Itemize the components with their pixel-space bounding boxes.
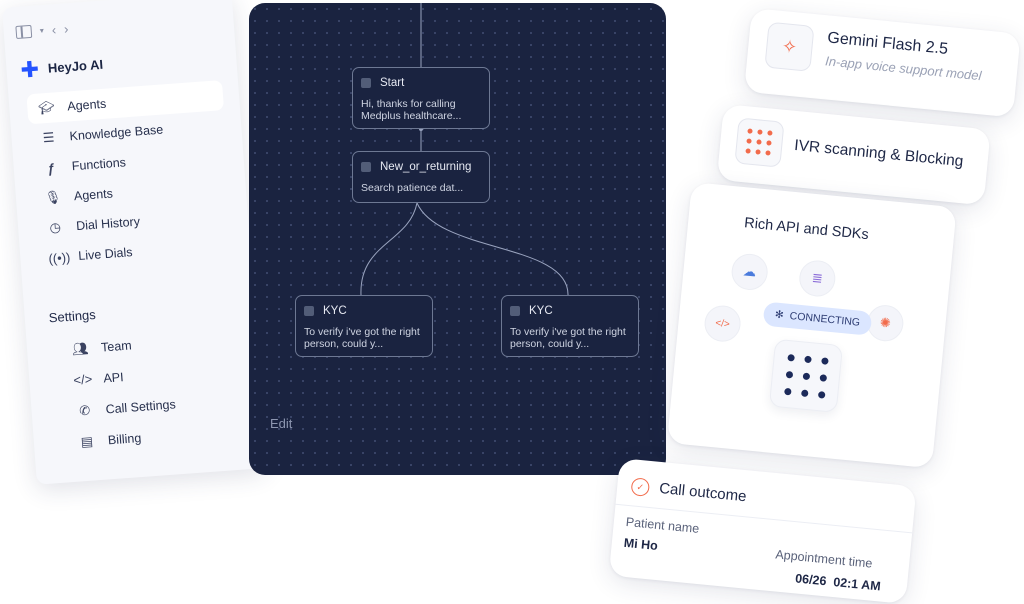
model-card: ✧ Gemini Flash 2.5 In-app voice support … [743,8,1021,118]
brand-name: HeyJo AI [47,56,104,76]
connecting-label: CONNECTING [789,310,861,329]
node-body: To verify i've got the right person, cou… [510,326,626,350]
sidebar-toggle-icon[interactable] [15,24,33,40]
node-title: New_or_returning [380,161,472,173]
database-icon: ≣ [797,258,837,299]
appointment-time-label: Appointment time [774,547,873,571]
patient-name-label: Patient name [625,514,700,536]
sidebar-item-label: API [102,369,124,386]
edit-button[interactable]: Edit [270,416,293,431]
flow-edges [360,3,569,296]
dot-grid-icon [734,117,785,168]
code-icon: </> [72,371,93,388]
graduation-cap-icon: 🎓︎ [37,99,56,116]
sidebar-item-label: Dial History [75,214,141,234]
function-icon: ƒ [46,160,55,176]
flow-node-start[interactable]: Start Hi, thanks for calling Medplus hea… [352,67,490,129]
code-icon: </> [702,303,743,344]
database-icon: ☰ [42,129,55,146]
sidebar-item-label: Functions [71,155,127,174]
edge-new-to-kyc-right [416,202,569,296]
chevron-down-icon[interactable]: ▾ [39,26,45,36]
appointment-time-value: 06/26 02:1 AM [794,571,882,594]
node-type-icon [304,306,314,316]
connecting-status-badge: ✻ CONNECTING [762,301,873,336]
ivr-title: IVR scanning & Blocking [793,136,965,171]
sidebar-item-label: Live Dials [77,245,133,264]
broadcast-icon: ((•)) [47,249,71,266]
team-icon: 👥︎ [71,340,89,357]
cloud-icon: ☁ [730,252,770,292]
node-body: To verify i've got the right person, cou… [304,326,420,350]
model-subtitle: In-app voice support model [824,53,983,84]
window-chrome: ▾ ‹ › [15,21,69,40]
node-title: KYC [529,305,553,317]
logo-plus-icon: ✚ [19,55,40,83]
flow-node-kyc-left[interactable]: KYC To verify i've got the right person,… [295,295,433,357]
node-body: Hi, thanks for calling Medplus healthcar… [361,98,462,122]
flow-node-kyc-right[interactable]: KYC To verify i've got the right person,… [501,295,639,357]
brand: ✚ HeyJo AI [19,55,104,83]
call-outcome-card: ✓ Call outcome Patient name Mi Ho Appoin… [608,458,917,604]
dot-grid-icon [768,338,844,413]
edge-new-to-kyc-left [360,202,418,296]
node-type-icon [510,306,520,316]
spinner-icon: ✻ [774,308,785,322]
sidebar-item-label: Agents [66,96,107,114]
call-outcome-title: Call outcome [658,479,748,506]
sidebar-item-label: Billing [107,430,142,447]
sidebar-item-label: Knowledge Base [69,122,164,144]
api-title: Rich API and SDKs [743,215,870,244]
forward-arrow-icon[interactable]: › [63,21,69,37]
settings-nav: 👥︎ Team </> API ✆ Call Settings ▤ Billin… [60,321,249,458]
sidebar: ▾ ‹ › ✚ HeyJo AI 🎓︎ Agents ☰ Knowledge B… [2,0,267,485]
node-type-icon [361,78,371,88]
sidebar-item-label: Team [100,337,133,355]
sidebar-item-label: Call Settings [105,396,177,416]
api-card: Rich API and SDKs ☁ ≣ ✺ </> ✻ CONNECTING [666,182,957,469]
node-body: Search patience dat... [361,182,464,194]
check-circle-icon: ✓ [630,477,651,497]
flow-node-new-or-returning[interactable]: New_or_returning Search patience dat... [352,151,490,203]
loader-icon: ✺ [865,303,906,343]
phone-icon: ✆ [78,402,91,418]
main-nav: 🎓︎ Agents ☰ Knowledge Base ƒ Functions 🎙… [26,80,235,274]
flow-canvas[interactable]: Start Hi, thanks for calling Medplus hea… [249,3,666,475]
node-title: Start [380,77,405,89]
microphone-icon: 🎙︎ [44,189,62,206]
node-type-icon [361,162,371,172]
patient-name-value: Mi Ho [623,535,659,553]
billing-icon: ▤ [80,433,94,449]
settings-section-title: Settings [48,306,97,326]
node-title: KYC [323,305,347,317]
clock-icon: ◷ [48,219,62,236]
sparkle-icon: ✧ [764,21,815,72]
back-arrow-icon[interactable]: ‹ [51,22,57,38]
sidebar-item-label: Agents [73,186,114,204]
